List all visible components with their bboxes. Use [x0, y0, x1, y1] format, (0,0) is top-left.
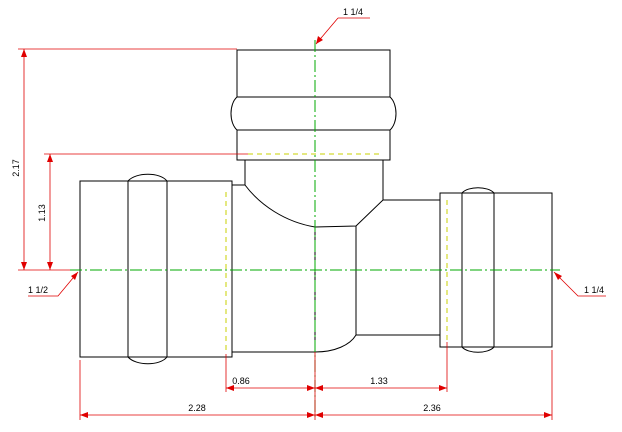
- dim-2-17-arrow-top: [21, 49, 27, 57]
- branch-right-taper: [314, 199, 384, 352]
- top-socket-lower: [236, 130, 391, 161]
- dimensions: 2.17 1.13 0.86 1.33 2.28 2.36: [11, 48, 553, 420]
- left-bead: [127, 173, 168, 365]
- right-socket: [439, 192, 553, 348]
- dim-0-86-arrow-left: [226, 385, 234, 391]
- dim-2-17-arrow-bottom: [21, 262, 27, 270]
- dim-2-28-arrow-right: [307, 412, 315, 418]
- top-socket: [236, 49, 391, 98]
- branch-left-curve: [232, 184, 316, 228]
- dim-1-13-label: 1.13: [37, 204, 47, 222]
- left-callout-leader: [28, 271, 79, 297]
- dim-2-36-arrow-left: [315, 412, 323, 418]
- dim-1-33-label: 1.33: [370, 376, 388, 386]
- top-callout-arrow: [316, 36, 323, 44]
- top-size-label: 1 1/4: [343, 7, 363, 17]
- tee-fitting-outline: [79, 49, 553, 365]
- left-callout-arrow: [71, 272, 78, 280]
- dim-2-28-arrow-left: [80, 412, 88, 418]
- dim-2-17-label: 2.17: [11, 159, 21, 177]
- dim-1-13-arrow-top: [47, 154, 53, 162]
- dim-1-33-arrow-right: [439, 385, 447, 391]
- right-size-label: 1 1/4: [584, 285, 604, 295]
- bottom-curve: [314, 334, 357, 353]
- left-socket: [79, 180, 233, 358]
- hidden-lines: [225, 153, 448, 354]
- right-bead: [461, 187, 495, 353]
- branch-neck: [244, 160, 384, 200]
- dim-2-28-label: 2.28: [188, 403, 206, 413]
- top-callout-leader: [315, 17, 370, 45]
- top-bead: [230, 96, 397, 131]
- dim-0-86-label: 0.86: [232, 376, 250, 386]
- right-body: [355, 199, 440, 336]
- dim-0-86-arrow-right: [307, 385, 315, 391]
- dim-1-33-arrow-left: [315, 385, 323, 391]
- dim-2-36-arrow-right: [544, 412, 552, 418]
- right-callout-leader: [553, 271, 606, 297]
- right-callout-arrow: [554, 272, 562, 280]
- dim-1-13-arrow-bottom: [47, 262, 53, 270]
- dim-2-36-label: 2.36: [423, 403, 441, 413]
- left-size-label: 1 1/2: [28, 285, 48, 295]
- size-callouts: 1 1/4 1 1/2 1 1/4: [28, 7, 606, 297]
- left-body: [231, 188, 315, 353]
